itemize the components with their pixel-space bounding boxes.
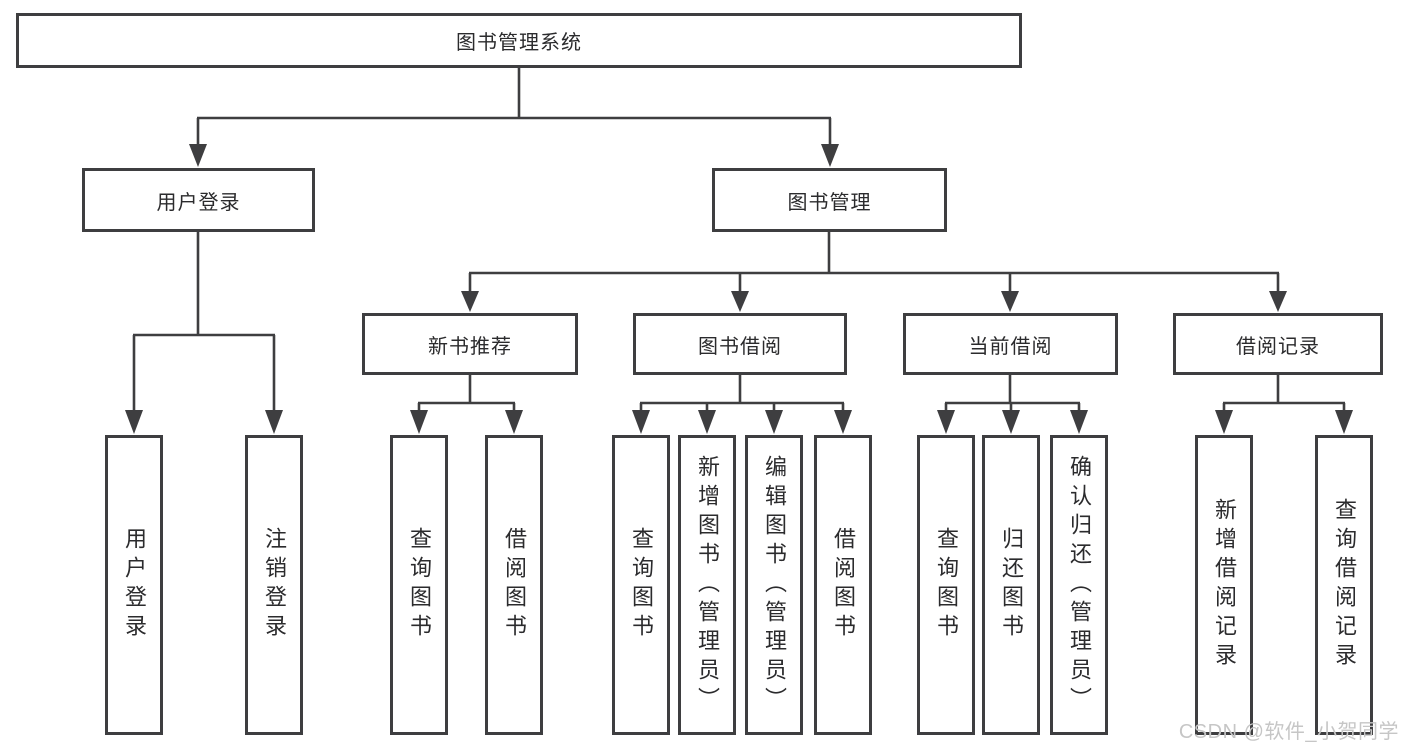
- node-borrow-records-label: 借阅记录: [1236, 335, 1320, 358]
- leaf-query-books-3: 查询图书: [917, 435, 975, 735]
- csdn-watermark: CSDN @软件_小贺同学: [1178, 721, 1399, 743]
- leaf-logout: 注销登录: [245, 435, 303, 735]
- leaf-query-borrow-record: 查询借阅记录: [1315, 435, 1373, 735]
- node-library-system: 图书管理系统: [16, 13, 1022, 68]
- leaf-add-books-admin-label: 新增图书（管理员）: [695, 454, 720, 716]
- connector-borrow-records-to-children: [1215, 375, 1353, 434]
- connector-current-borrow-to-children: [937, 375, 1088, 434]
- leaf-query-books-1: 查询图书: [390, 435, 448, 735]
- leaf-confirm-return-admin: 确认归还（管理员）: [1050, 435, 1108, 735]
- node-borrow-records: 借阅记录: [1173, 313, 1383, 375]
- leaf-borrow-books-1: 借阅图书: [485, 435, 543, 735]
- node-book-borrow-label: 图书借阅: [698, 335, 782, 358]
- connector-root-to-level2: [189, 68, 839, 167]
- node-book-management-label: 图书管理: [787, 191, 872, 214]
- leaf-add-borrow-record-label: 新增借阅记录: [1212, 498, 1237, 672]
- node-new-book-recommend: 新书推荐: [362, 313, 578, 375]
- leaf-add-books-admin: 新增图书（管理员）: [678, 435, 736, 735]
- node-current-borrow-label: 当前借阅: [968, 335, 1053, 358]
- leaf-edit-books-admin: 编辑图书（管理员）: [745, 435, 803, 735]
- leaf-confirm-return-admin-label: 确认归还（管理员）: [1067, 454, 1092, 716]
- node-current-borrow: 当前借阅: [903, 313, 1118, 375]
- leaf-query-books-2-label: 查询图书: [629, 527, 654, 643]
- leaf-query-books-3-label: 查询图书: [934, 527, 959, 643]
- leaf-user-login-label: 用户登录: [122, 527, 147, 643]
- leaf-query-books-2: 查询图书: [612, 435, 670, 735]
- leaf-user-login: 用户登录: [105, 435, 163, 735]
- node-user-login: 用户登录: [82, 168, 315, 232]
- leaf-logout-label: 注销登录: [262, 527, 287, 643]
- leaf-borrow-books-2: 借阅图书: [814, 435, 872, 735]
- connector-book-borrow-to-children: [632, 375, 852, 434]
- node-user-login-label: 用户登录: [156, 191, 241, 214]
- leaf-borrow-books-2-label: 借阅图书: [831, 527, 856, 643]
- connector-new-books-to-children: [410, 375, 523, 434]
- node-library-system-label: 图书管理系统: [456, 32, 582, 54]
- connector-user-login-to-children: [125, 232, 283, 434]
- node-book-borrow: 图书借阅: [633, 313, 847, 375]
- leaf-return-books-label: 归还图书: [999, 527, 1024, 643]
- leaf-edit-books-admin-label: 编辑图书（管理员）: [762, 454, 787, 716]
- connector-book-mgmt-to-level3: [461, 232, 1287, 312]
- leaf-borrow-books-1-label: 借阅图书: [502, 527, 527, 643]
- leaf-query-borrow-record-label: 查询借阅记录: [1332, 498, 1357, 672]
- node-book-management: 图书管理: [712, 168, 947, 232]
- node-new-book-recommend-label: 新书推荐: [428, 335, 512, 358]
- leaf-return-books: 归还图书: [982, 435, 1040, 735]
- leaf-add-borrow-record: 新增借阅记录: [1195, 435, 1253, 735]
- leaf-query-books-1-label: 查询图书: [407, 527, 432, 643]
